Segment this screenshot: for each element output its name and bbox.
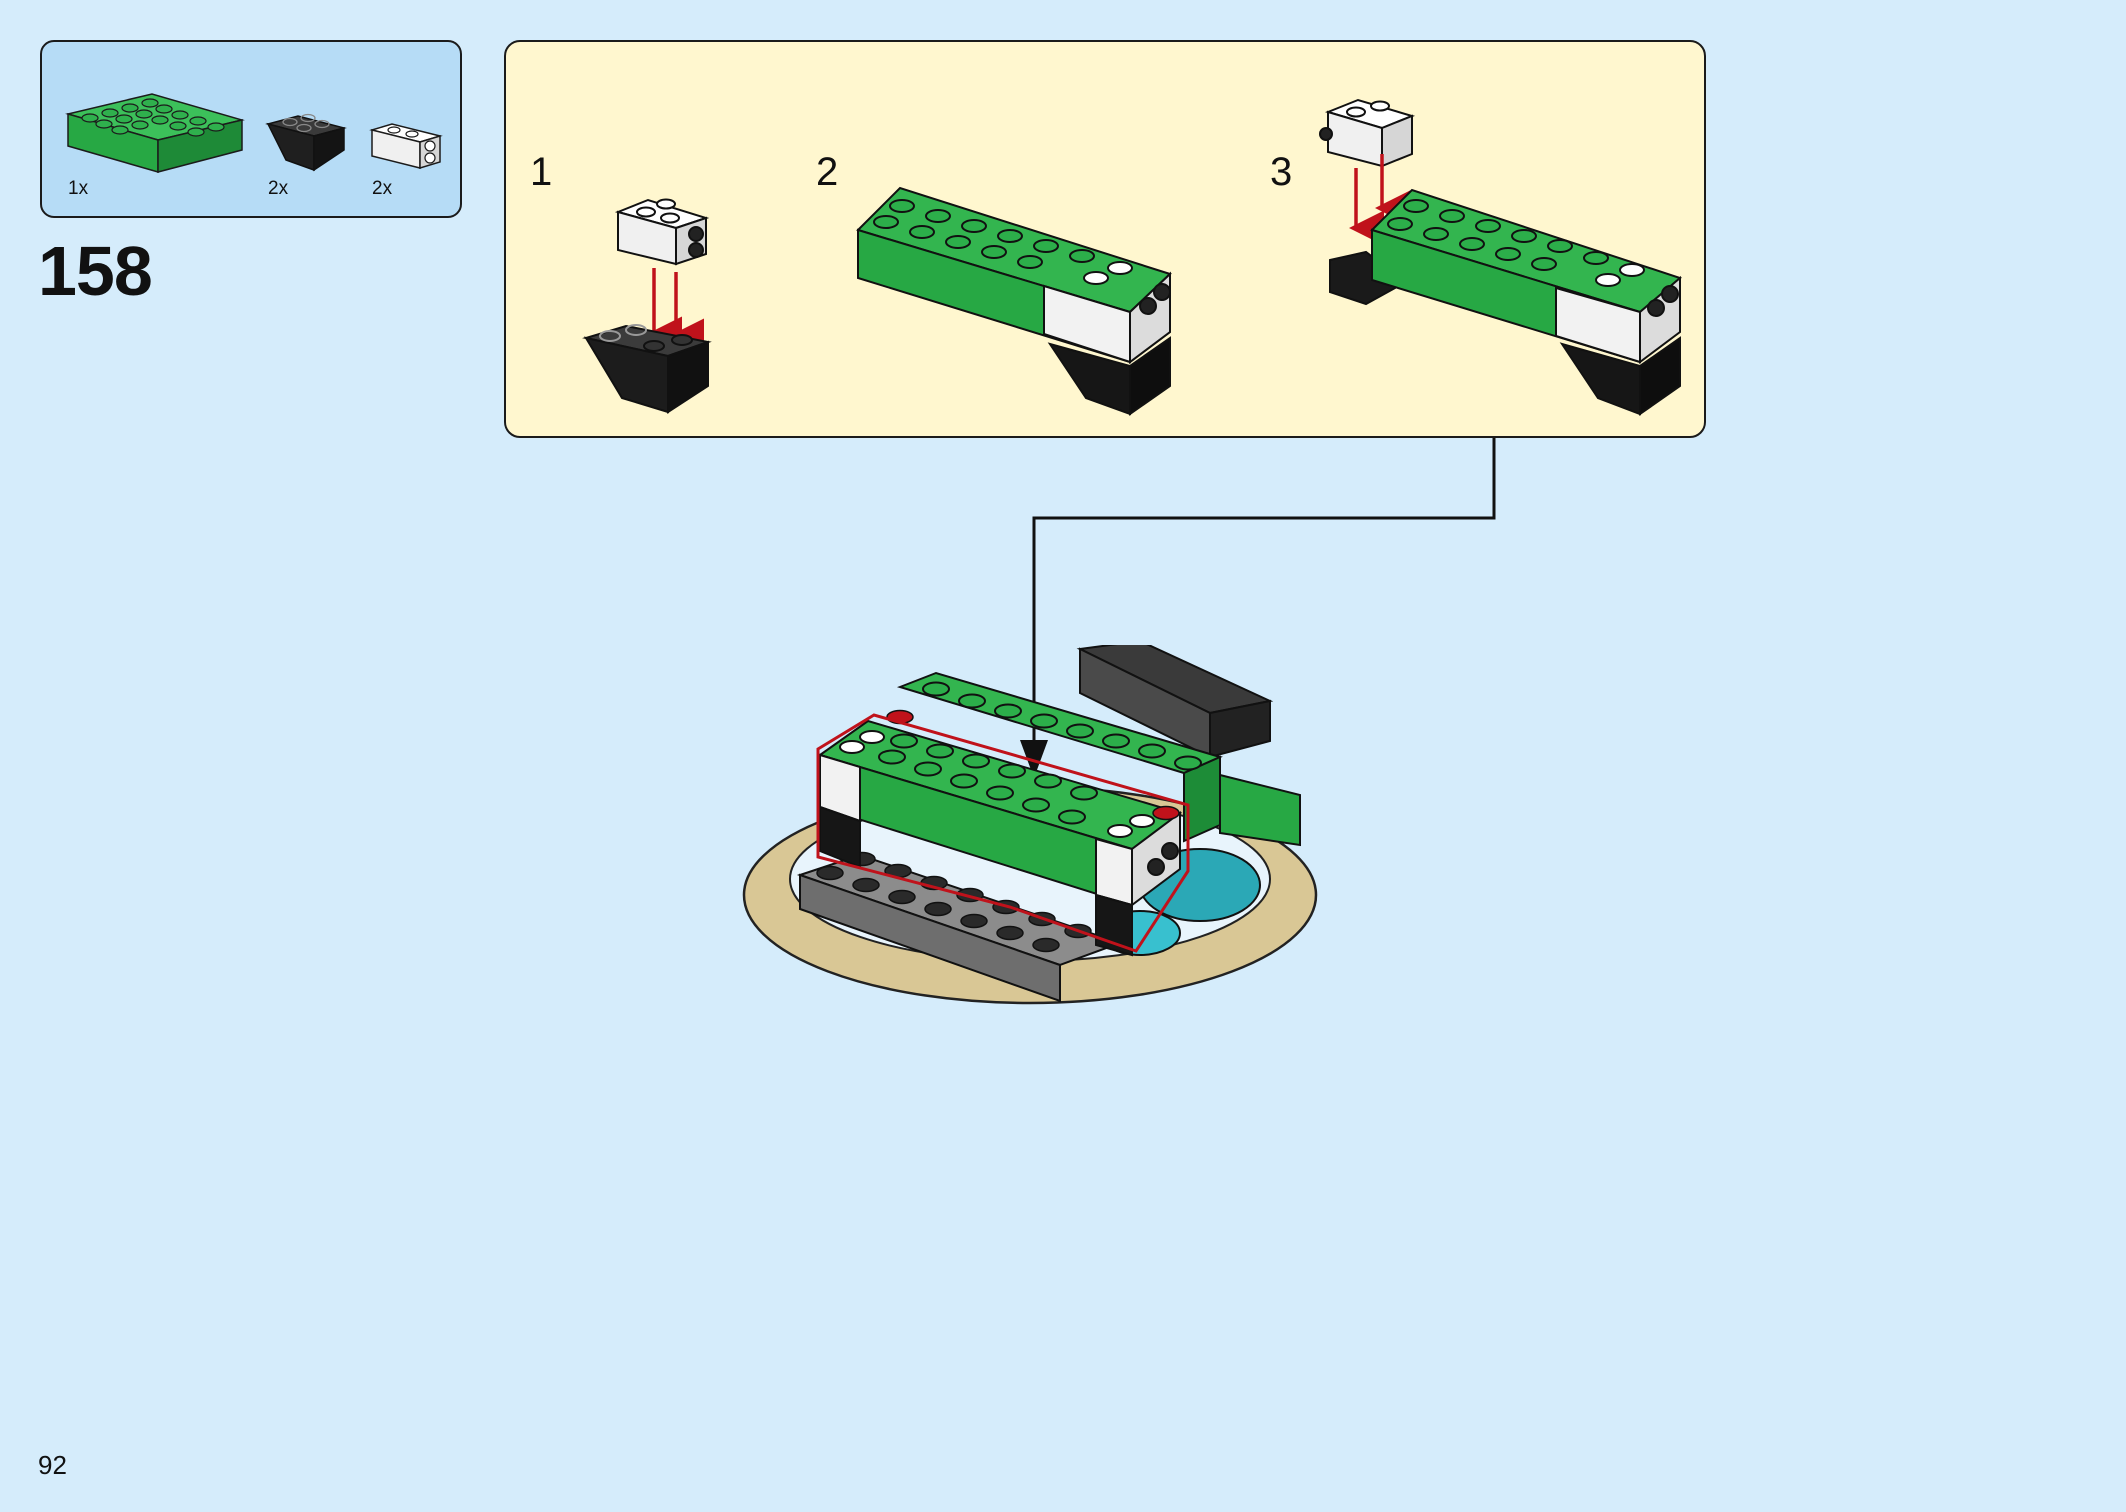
- green-brick-2x6-part: [65, 93, 245, 173]
- substep-label-3: 3: [1270, 150, 1293, 194]
- substep-panel: 1 2 3: [504, 40, 1706, 438]
- parts-list-box: 1x 2x 2x: [40, 40, 462, 218]
- part-qty-black-slope: 2x: [268, 178, 289, 199]
- white-brick-side-studs-part: [369, 123, 443, 170]
- substep-label-1: 1: [530, 150, 553, 194]
- callout-arrowhead: [1020, 740, 1048, 778]
- substep-1-illustration: [582, 198, 712, 414]
- page-number: 92: [38, 1450, 67, 1480]
- part-qty-green-brick: 1x: [68, 178, 89, 199]
- dark-grey-plates: [1076, 645, 1274, 759]
- back-green-brick: [896, 671, 1301, 847]
- black-slope: [582, 324, 712, 414]
- black-inverted-slope-part: [265, 113, 347, 172]
- grey-stud-plate: [796, 851, 1124, 1003]
- highlight-outline: [816, 713, 1190, 953]
- white-brick: [614, 198, 710, 266]
- step-number: 158: [38, 232, 153, 310]
- substep-label-2: 2: [816, 150, 839, 194]
- substep-3-illustration: [1319, 98, 1683, 416]
- substep-2-illustration: [856, 186, 1172, 416]
- new-assembly-highlighted: [816, 709, 1190, 957]
- white-brick: [1319, 98, 1416, 168]
- part-qty-white-brick: 2x: [372, 178, 393, 199]
- main-model-illustration: [742, 645, 1318, 1005]
